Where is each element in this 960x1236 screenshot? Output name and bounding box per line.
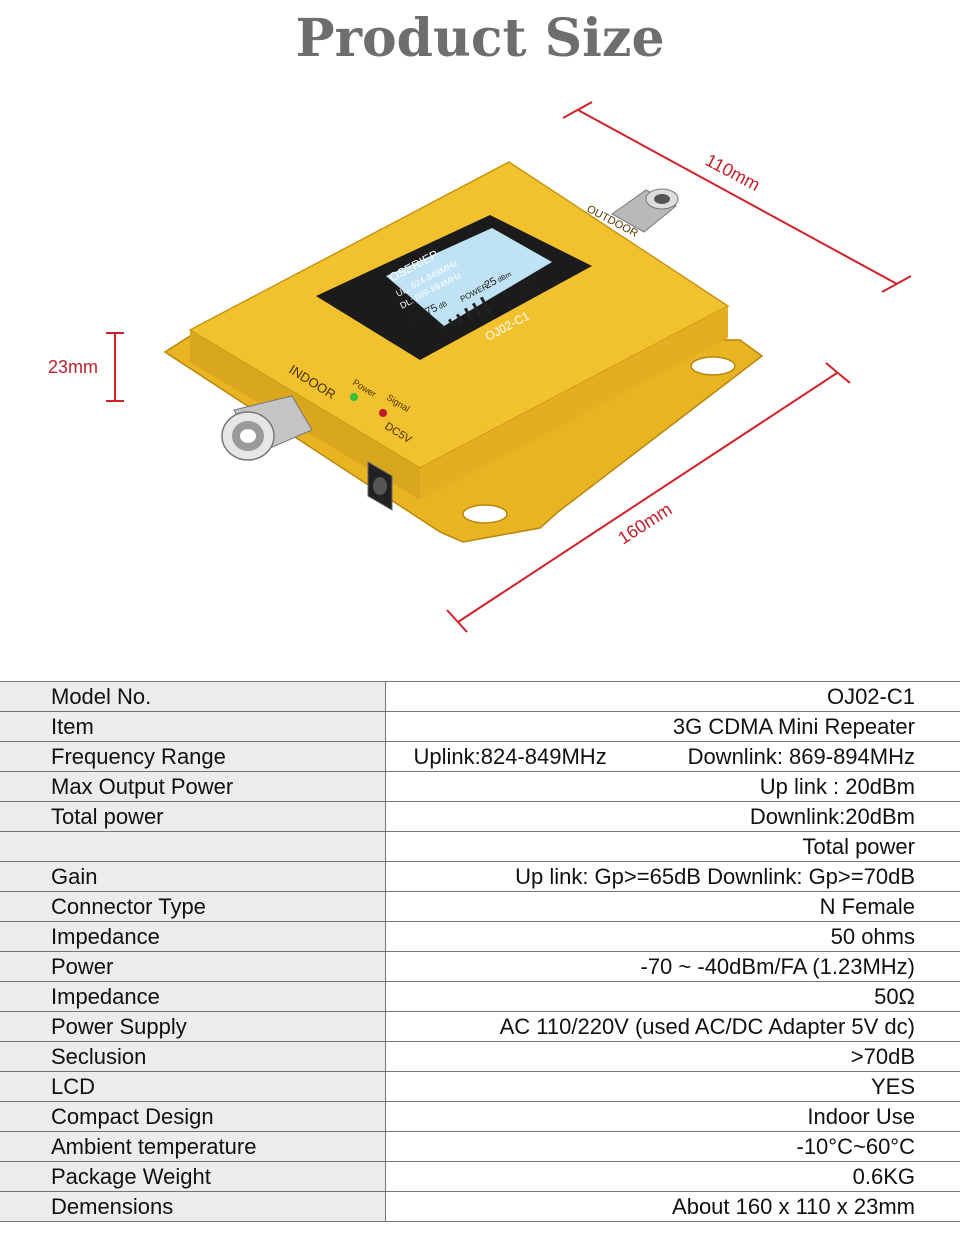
lcd-gain-value: 75 [423, 302, 439, 318]
signal-led-icon [379, 409, 387, 417]
indoor-connector [221, 395, 313, 461]
spec-key: Power Supply [0, 1011, 386, 1042]
spec-value: 50 ohms [385, 921, 960, 952]
spec-key: Gain [0, 861, 386, 892]
spec-key: Ambient temperature [0, 1131, 386, 1162]
spec-row: Model No.OJ02-C1 [0, 681, 960, 712]
spec-key: Model No. [0, 681, 386, 712]
spec-key [0, 831, 386, 862]
mount-hole-right [690, 356, 736, 376]
page-title: Product Size [295, 8, 665, 69]
spec-key: Seclusion [0, 1041, 386, 1072]
spec-key: Compact Design [0, 1101, 386, 1132]
spec-value: N Female [385, 891, 960, 922]
spec-key: LCD [0, 1071, 386, 1102]
spec-key: Max Output Power [0, 771, 386, 802]
dimension-height-label: 23mm [48, 357, 98, 377]
product-illustration: 110mm 23mm 160mm OSERIEP UL: 824-849MHz … [48, 101, 912, 633]
spec-key: Impedance [0, 921, 386, 952]
spec-row: Power-70 ~ -40dBm/FA (1.23MHz) [0, 951, 960, 982]
device-body-side [190, 330, 420, 500]
spec-row: Frequency Range Uplink:824-849MHz Downlink… [0, 741, 960, 772]
spec-value: 50Ω [385, 981, 960, 1012]
spec-key: Total power [0, 801, 386, 832]
power-led-icon [350, 393, 358, 401]
spec-value-split: Uplink:824-849MHz Downlink: 869-894MHz [386, 744, 916, 770]
outdoor-connector [611, 188, 679, 233]
spec-value: Up link : 20dBm [385, 771, 960, 802]
spec-value: Downlink:20dBm [385, 801, 960, 832]
lcd-screen [386, 228, 552, 326]
spec-value: Total power [385, 831, 960, 862]
mount-hole-bottom [462, 504, 508, 524]
dc-power-jack [367, 461, 393, 511]
spec-value: -10°C~60°C [385, 1131, 960, 1162]
spec-key: Item [0, 711, 386, 742]
spec-value: YES [385, 1071, 960, 1102]
spec-value: >70dB [385, 1041, 960, 1072]
spec-key: Impedance [0, 981, 386, 1012]
spec-value: Up link: Gp>=65dB Downlink: Gp>=70dB [385, 861, 960, 892]
spec-key: Package Weight [0, 1161, 386, 1192]
spec-row: Seclusion>70dB [0, 1041, 960, 1072]
spec-value: About 160 x 110 x 23mm [385, 1191, 960, 1222]
spec-value: AC 110/220V (used AC/DC Adapter 5V dc) [385, 1011, 960, 1042]
spec-row: Ambient temperature-10°C~60°C [0, 1131, 960, 1162]
dimension-height: 23mm [48, 332, 124, 402]
spec-value: 0.6KG [385, 1161, 960, 1192]
spec-row: Total power [0, 831, 960, 862]
spec-value: 3G CDMA Mini Repeater [385, 711, 960, 742]
dimension-length-label: 110mm [702, 150, 763, 195]
signal-bars [440, 296, 492, 331]
spec-key: Connector Type [0, 891, 386, 922]
lcd-power-value: 25 [482, 275, 498, 291]
spec-value-left: Uplink:824-849MHz [413, 743, 607, 769]
spec-key: Power [0, 951, 386, 982]
spec-key: Demensions [0, 1191, 386, 1222]
dimension-width-label: 160mm [614, 499, 675, 548]
spec-value: Uplink:824-849MHz Downlink: 869-894MHz [385, 741, 960, 772]
spec-value: OJ02-C1 [385, 681, 960, 712]
spec-value: Indoor Use [385, 1101, 960, 1132]
spec-value-right: Downlink: 869-894MHz [687, 743, 915, 769]
spec-key: Frequency Range [0, 741, 386, 772]
device-body-front [420, 306, 728, 500]
spec-value: -70 ~ -40dBm/FA (1.23MHz) [385, 951, 960, 982]
lcd-gain-unit: dB [438, 300, 449, 310]
